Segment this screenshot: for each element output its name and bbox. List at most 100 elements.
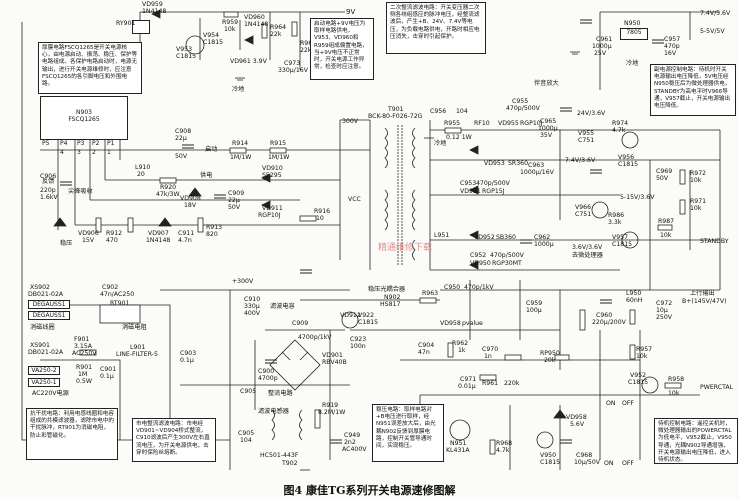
v952-type: C1815 (628, 379, 649, 386)
c949-voltage: AC400V (342, 446, 367, 453)
c953-label: C953 (460, 180, 477, 187)
r920-label: R920 (160, 184, 177, 191)
relay-ry901 (132, 20, 150, 34)
c901-value: 0.1μ (100, 373, 114, 380)
c906-value: 220p (40, 187, 56, 194)
xs902-label: XS902 (30, 284, 50, 291)
vd901-label: VD901 (322, 352, 343, 359)
c923-value: 100n (350, 343, 366, 350)
c950-label: C950 (444, 284, 461, 291)
power-control-note: 待机控制电路：遥控关机时，微处理器输出的POWERCTAL为低电平，V952截止… (654, 418, 738, 464)
r913-label: R913 (206, 224, 223, 231)
f901-value: 3.15A (74, 343, 93, 350)
r920-value: 47k/3W (156, 191, 180, 198)
ic-pin-p5: P5 (42, 140, 50, 147)
c965-voltage: 35V (540, 132, 553, 139)
stable-label: 稳压 (60, 240, 73, 247)
startup-label: 启动 (205, 146, 218, 153)
v957-type: C1815 (612, 241, 633, 248)
r961-value: 220k (504, 380, 520, 387)
r987-label: R987 (658, 218, 675, 225)
l950-label: L950 (626, 290, 642, 297)
pwrctal-label: PWERCTAL (700, 384, 734, 391)
secondary-rectifier-note: 二次整流滤波电路：开关变压器二次侧各绕组感应的脉冲电压，经整流滤波后，产生+B、… (386, 2, 486, 54)
feedback-label: 反馈 (42, 178, 55, 185)
r901-power: 0.5W (76, 378, 92, 385)
c965-value: 1000μ (538, 125, 558, 132)
regulator-7805: 7805 (620, 28, 648, 40)
r958-value: 10k (668, 390, 680, 397)
r915-label: R915 (270, 140, 287, 147)
in4148-label-a: 1N4148 (142, 8, 167, 15)
rt901-note: 消磁电阻 (122, 324, 147, 331)
r965-value: 22k (300, 47, 312, 54)
ry901-label: RY901 (116, 20, 136, 27)
vd953-label: VD953 (484, 160, 505, 167)
r957-value: 10k (636, 353, 648, 360)
ic-pin-num-1: 1 (107, 149, 111, 156)
ic-pin-num-2: 2 (92, 149, 96, 156)
v922-label: V922 (358, 312, 375, 319)
r915-value: 1M/1W (268, 154, 290, 161)
r912-label: R912 (106, 230, 123, 237)
r968-label: R968 (496, 440, 513, 447)
vd959-label: VD959 (142, 1, 163, 8)
c910-note: 滤波电容 (270, 303, 295, 310)
vd958b-value: 5.6V (570, 421, 585, 428)
c900-label: C900 (258, 368, 275, 375)
c957-label: C957 (664, 36, 681, 43)
off-label-2: OFF (622, 460, 634, 467)
c901-label: C901 (100, 366, 117, 373)
ac-connector-1[interactable]: VA250-2 (28, 366, 60, 375)
rf10-label: RF10 (474, 120, 490, 127)
l951-label: L951 (434, 232, 450, 239)
r964-value: 22k (270, 31, 282, 38)
c909-voltage: 50V (228, 204, 241, 211)
ic-model-label: FSCQ1265 (68, 116, 100, 123)
degauss-connector-2[interactable]: DEGAUSS1 (28, 311, 70, 320)
r974-label: R974 (612, 120, 629, 127)
bias-description-note: 启动电路+9V电压为取样电路供电，V953、VD960和R959组成偏置电路，当… (310, 18, 374, 80)
c953-value: 470p/500V (476, 180, 510, 187)
r959-value: 10k (224, 26, 236, 33)
r901-value: 1M (78, 371, 88, 378)
c910-voltage: 400V (244, 310, 261, 317)
r914-value: 1M/1W (230, 154, 252, 161)
c968-label: C968 (576, 452, 593, 459)
vd958-value: pvalue (462, 320, 483, 327)
c959-label: C959 (526, 300, 543, 307)
c908-voltage: 50V (175, 153, 188, 160)
r962-label: R962 (452, 340, 469, 347)
degauss-connector-1[interactable]: DEGAUSS1 (28, 300, 70, 309)
ac-connector-2[interactable]: VA250-1 (28, 378, 60, 387)
vd960-type: 1N4148 (244, 21, 269, 28)
c970-label: C970 (482, 346, 499, 353)
cold-ground-label: 冷地 (434, 140, 447, 147)
ic-pin-p2: P2 (92, 140, 100, 147)
c910-value: 330μ (244, 303, 260, 310)
c961-voltage: 25V (594, 50, 607, 57)
n902-model: HS817 (380, 301, 401, 308)
r964-label: R964 (270, 24, 287, 31)
r972-value: 10k (690, 177, 702, 184)
vd908-label: VD908 (180, 195, 201, 202)
c955-label: C955 (512, 98, 529, 105)
v922-type: C1815 (358, 319, 379, 326)
r959-label: R959 (222, 19, 239, 26)
r955-label: R955 (444, 120, 461, 127)
vd958-label: VD958 (440, 320, 461, 327)
rp950-label: RP950 (540, 350, 560, 357)
on-label-2: ON (604, 460, 614, 467)
f901-label: F901 (74, 336, 90, 343)
c957-value: 470p (664, 43, 680, 50)
ic-pin-p1: P1 (107, 140, 115, 147)
24v-label: 24V/3.6V (577, 110, 606, 117)
c905-label: C905 (240, 388, 257, 395)
r968-value: 4.7k (496, 447, 510, 454)
rectifier-note: 市电整流滤波电路：市电经VD901~VD904桥式整流，C910滤波后产生300… (132, 418, 216, 462)
rgp30-label: RGP30MT (492, 260, 522, 267)
l910-label: L910 (135, 164, 151, 171)
vd907-value: 1N4148 (146, 237, 171, 244)
5v-out-label: 5-5V/5V (700, 28, 725, 35)
v957-label: V957 (612, 234, 629, 241)
